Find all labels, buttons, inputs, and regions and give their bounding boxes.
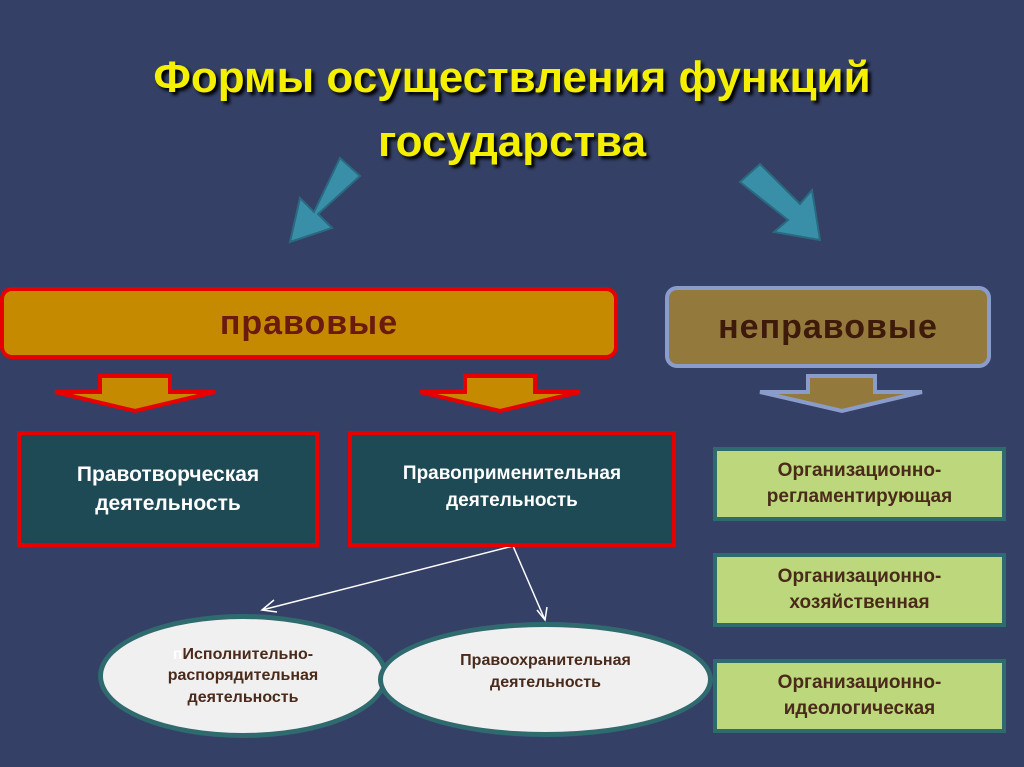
subform-law-protection: Правоохранительная деятельность bbox=[378, 622, 713, 737]
line-text: Исполнительно- bbox=[182, 645, 314, 663]
title-line-2: государства bbox=[377, 117, 647, 166]
line: Правоохранительная bbox=[460, 651, 631, 669]
line: хозяйственная bbox=[789, 592, 930, 613]
line: деятельность bbox=[446, 489, 578, 511]
line: регламентирующая bbox=[766, 486, 953, 507]
line: пИсполнительно- bbox=[173, 644, 313, 666]
line: деятельность bbox=[187, 688, 299, 706]
line: Организационно- bbox=[777, 460, 942, 482]
legal-form-law-enforcement: Правоприменительная деятельность bbox=[348, 431, 676, 547]
line: деятельность bbox=[490, 673, 601, 691]
line: распорядительная bbox=[167, 667, 319, 685]
category-nonlegal-label: неправовые bbox=[718, 307, 938, 346]
arrowhead-icon bbox=[536, 606, 548, 622]
line: идеологическая bbox=[783, 698, 936, 719]
nonlegal-form-ideological: Организационно- идеологическая bbox=[713, 659, 1006, 733]
category-nonlegal: неправовые bbox=[665, 286, 991, 368]
line: Правотворческая bbox=[76, 462, 260, 486]
arrowhead-icon bbox=[260, 599, 278, 613]
legal-form-lawmaking: Правотворческая деятельность bbox=[17, 431, 319, 547]
category-legal-label: правовые bbox=[219, 303, 399, 342]
connector-line bbox=[512, 545, 546, 621]
stray-prefix: п bbox=[172, 645, 183, 663]
subform-executive: пИсполнительно- распорядительная деятель… bbox=[98, 614, 388, 738]
connector-line bbox=[261, 545, 514, 611]
title-line-1: Формы осуществления функций bbox=[153, 53, 871, 102]
teal-arrow-right-icon bbox=[738, 162, 822, 242]
teal-arrow-left-icon bbox=[288, 156, 362, 244]
nonlegal-form-regulatory: Организационно- регламентирующая bbox=[713, 447, 1006, 521]
down-arrow-icon bbox=[759, 374, 923, 414]
nonlegal-form-economic: Организационно- хозяйственная bbox=[713, 553, 1006, 627]
down-arrow-icon bbox=[419, 374, 581, 414]
line: деятельность bbox=[95, 492, 241, 515]
line: Организационно- bbox=[777, 566, 942, 588]
category-legal: правовые bbox=[0, 287, 618, 359]
down-arrow-icon bbox=[54, 374, 216, 414]
line: Организационно- bbox=[777, 672, 942, 694]
line: Правоприменительная bbox=[402, 463, 622, 484]
